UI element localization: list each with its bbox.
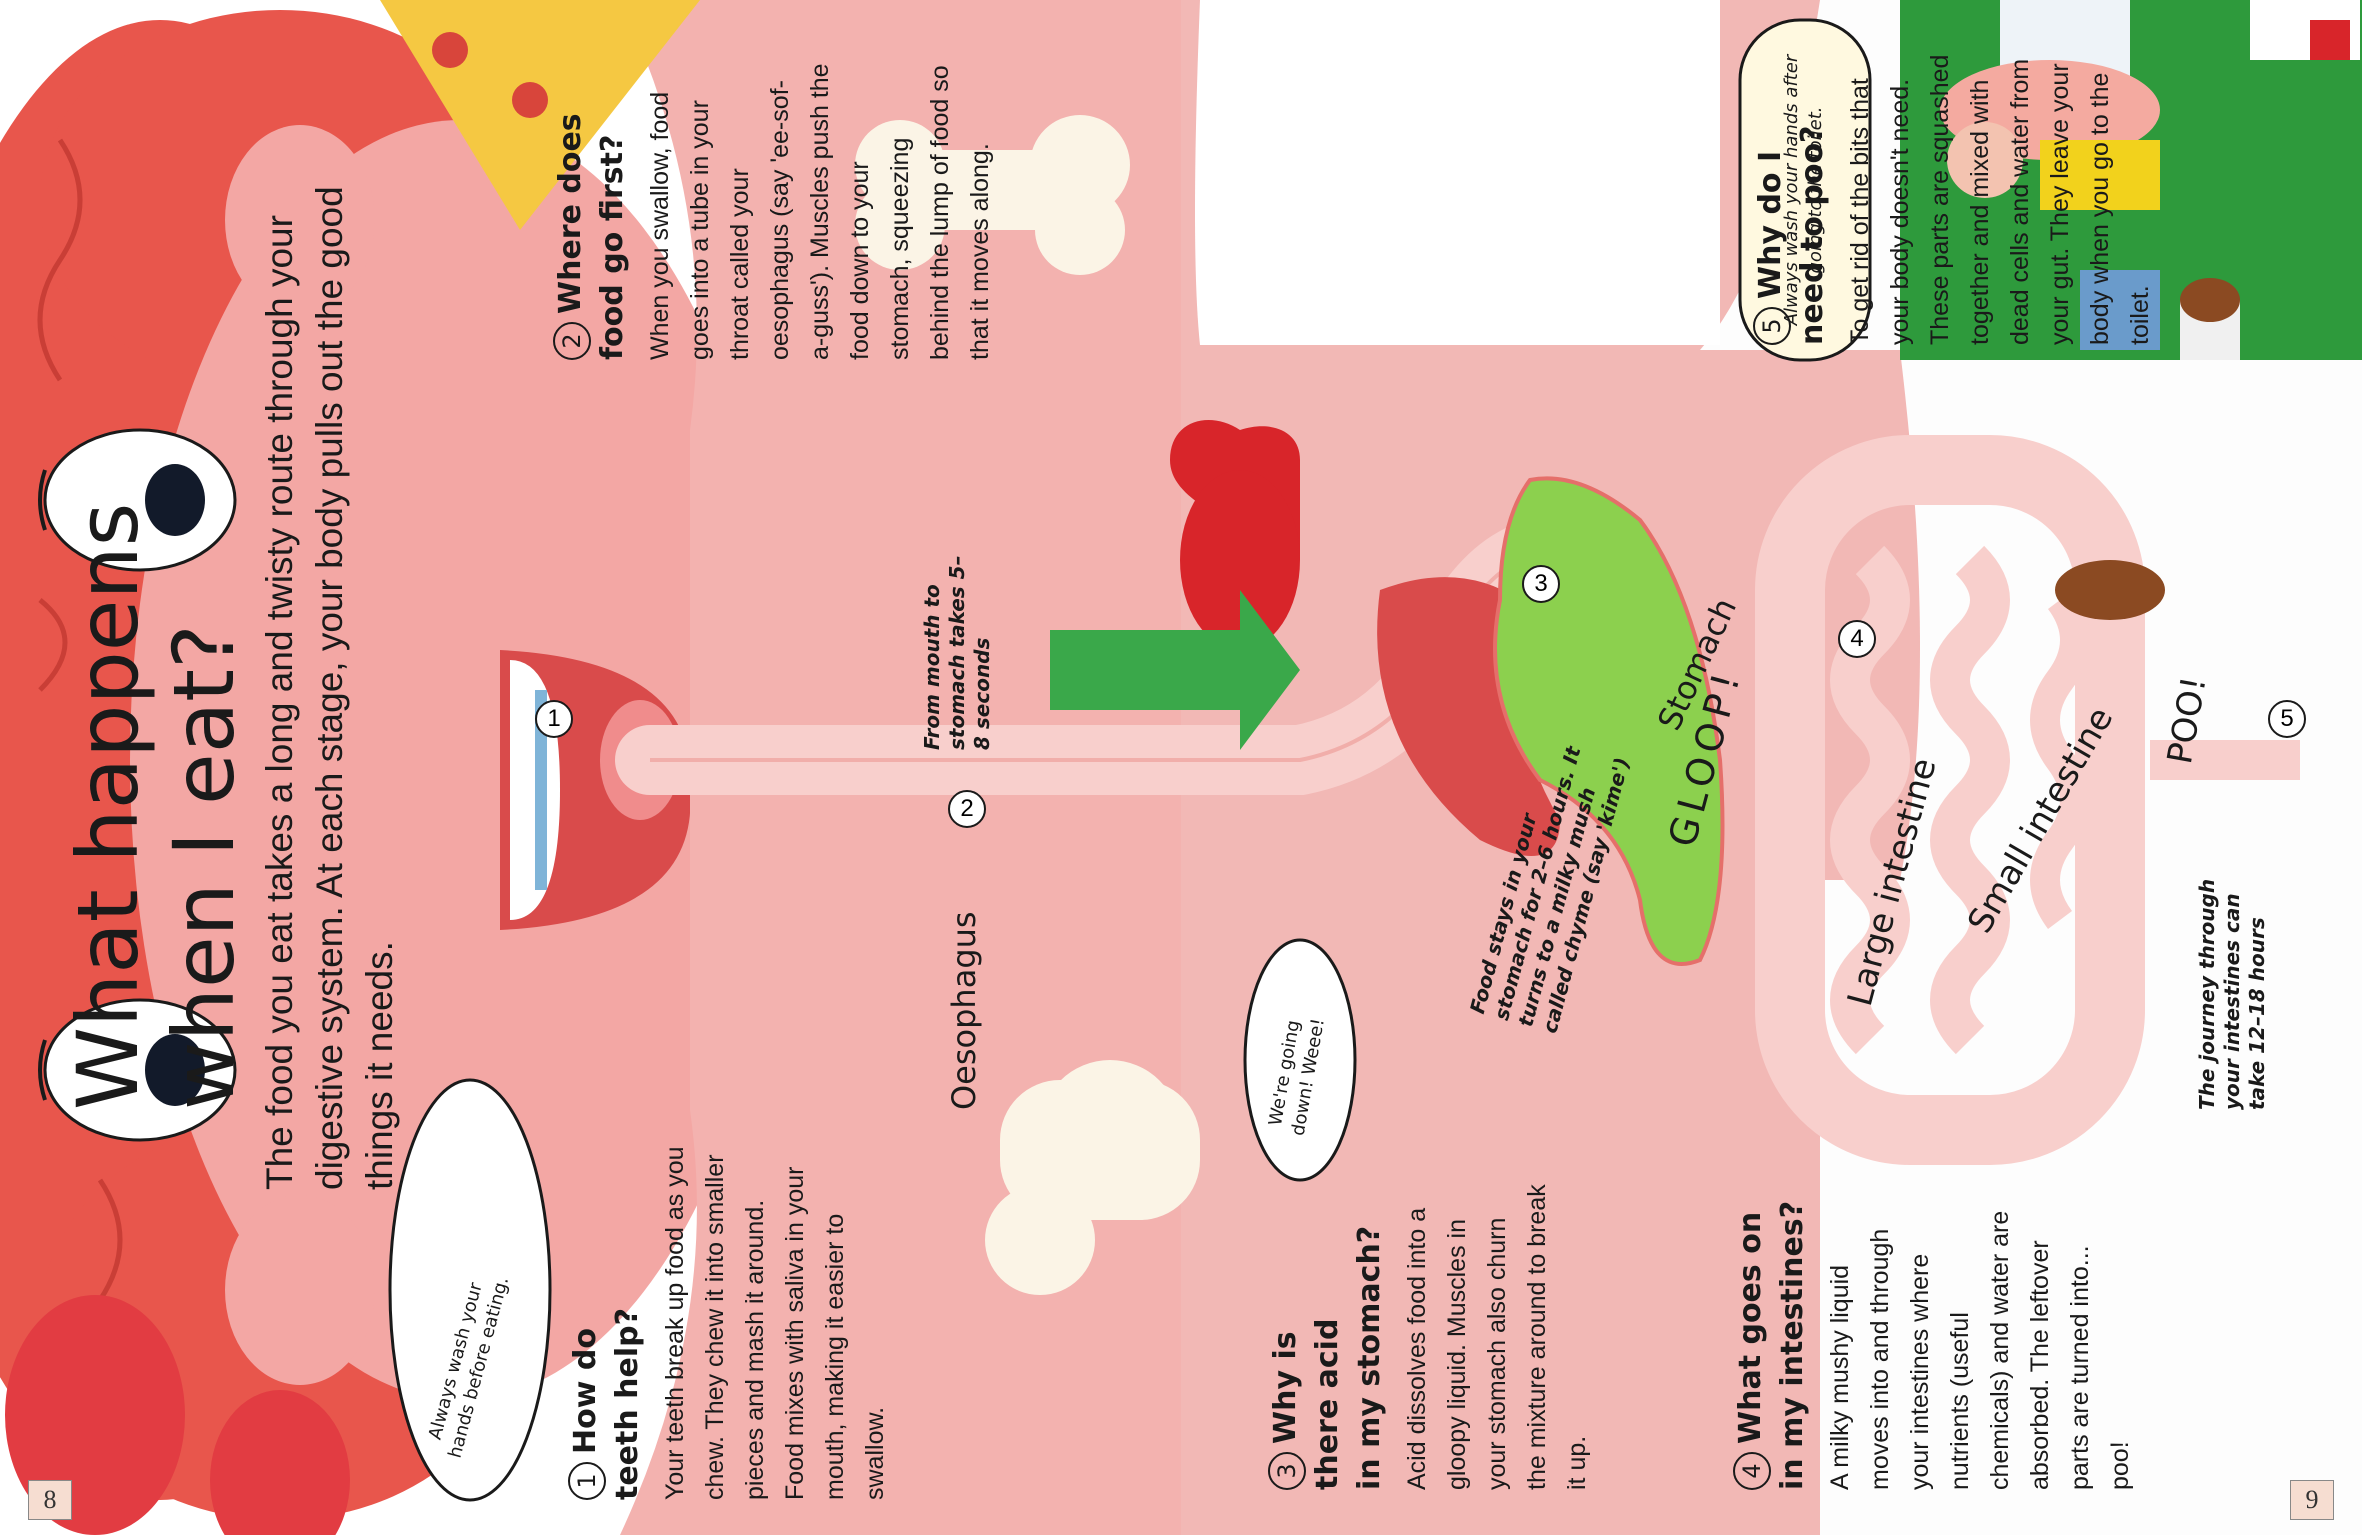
page-number-left: 8 [28,1480,72,1520]
section-4-number: 4 [1732,1452,1771,1490]
bone-top [855,115,1130,275]
intro-text: The food you eat takes a long and twisty… [259,186,400,1190]
eye-top [38,428,237,572]
poo-character [2055,560,2165,620]
title-line-2: when I eat? [155,624,253,1110]
section-1-number: 1 [567,1462,606,1500]
section-2-body: When you swallow, food goes into a tube … [646,63,994,360]
title-line-1: What happens [59,502,157,1110]
marker-5: 5 [2268,700,2306,738]
bubble-shapes [388,18,1872,1502]
stomach [1493,476,1725,966]
eye-bottom [38,998,237,1142]
page-number-right: 9 [2290,1480,2334,1520]
section-4-body: A milky mushy liquid moves into and thro… [1826,1210,2134,1490]
section-5-body: To get rid of the bits that your body do… [1846,54,2154,345]
bone-bottom [985,1060,1200,1295]
toilet-scene [1900,0,2362,360]
marker-1: 1 [535,700,573,738]
note-mouth-to-stomach: From mouth to stomach takes 5–8 seconds [920,555,994,750]
page-title: What happens when I eat? [59,502,253,1110]
direction-arrow [1050,590,1300,750]
section-1-body: Your teeth break up food as you chew. Th… [661,1146,889,1500]
marker-4: 4 [1838,620,1876,658]
section-3-number: 3 [1267,1452,1306,1490]
section-2-number: 2 [552,322,591,360]
bubble-wash-after: Always wash your hands after going to th… [1781,54,1826,326]
strawberry [5,1295,185,1535]
section-3-body: Acid dissolves food into a gloopy liquid… [1403,1184,1591,1490]
face [130,120,790,1400]
marker-3: 3 [1522,565,1560,603]
marker-2: 2 [948,790,986,828]
label-oesophagus: Oesophagus [945,911,983,1110]
note-intestine-time: The journey through your intestines can … [2195,878,2269,1110]
